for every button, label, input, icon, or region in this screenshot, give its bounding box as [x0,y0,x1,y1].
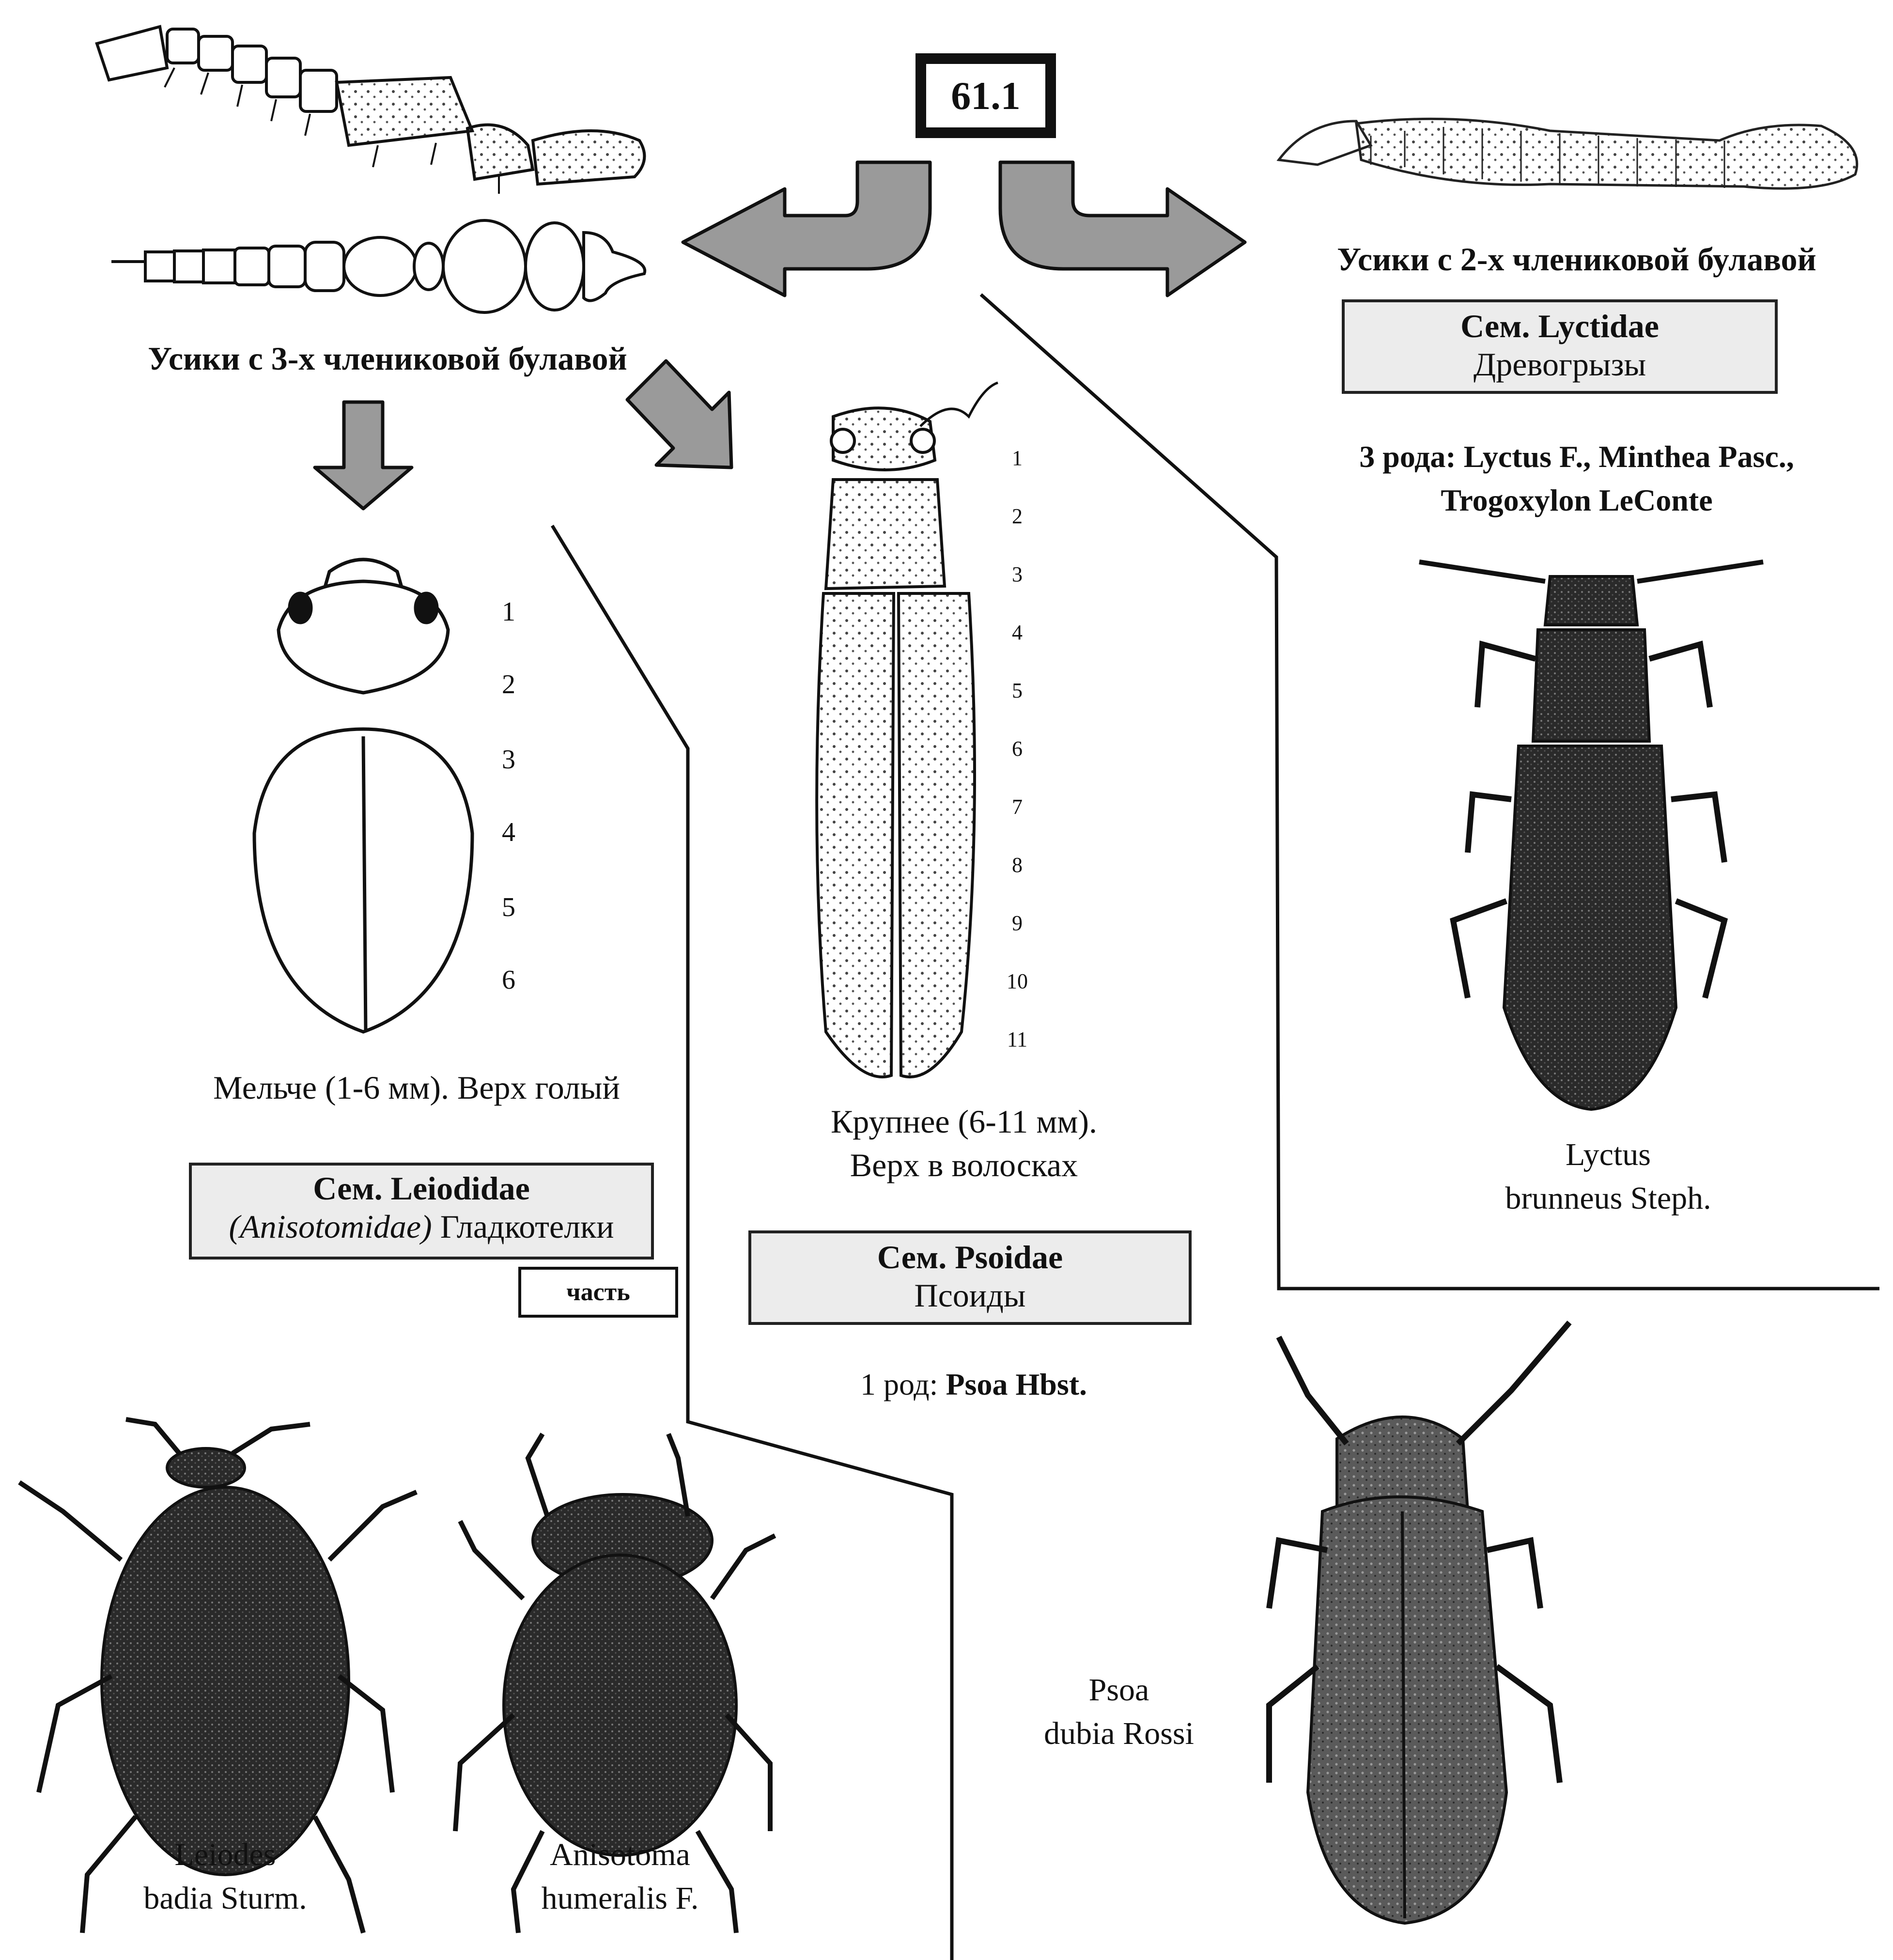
anisotoma-species-epithet: humeralis F. [499,1880,741,1917]
family-russian: Гладкотелки [432,1208,614,1245]
psoidae-caption-line2: Верх в волосках [746,1146,1182,1184]
psoidae-genera: 1 род: Psoa Hbst. [756,1366,1192,1403]
genera-list: Psoa Hbst. [946,1367,1087,1401]
leiodidae-scale: 1 2 3 4 5 6 [489,596,528,1032]
leiodidae-outline [254,560,472,1032]
antenna-2club-caption: Усики с 2-х члениковой булавой [1308,240,1846,279]
family-prefix: Сем. [1460,308,1538,344]
part-tag: часть [518,1267,678,1318]
branch-arrows [315,162,1245,509]
scale-tick: 10 [995,969,1039,994]
leiodidae-family-line2: (Anisotomidae) Гладкотелки [192,1208,651,1246]
antenna-2club-side [1279,119,1857,188]
scale-tick: 2 [995,504,1039,529]
scale-tick: 5 [489,891,528,923]
leiodes-species-epithet: badia Sturm. [104,1880,346,1917]
scale-tick: 4 [489,816,528,848]
psoidae-outline [817,383,998,1077]
arrow-left-curved [683,162,930,296]
family-prefix: Сем. [313,1170,390,1207]
antenna-3club-caption: Усики с 3-х члениковой булавой [126,339,649,378]
arrow-down-left [315,402,412,509]
lyctus-species-genus: Lyctus [1463,1136,1753,1174]
family-alt-latin: (Anisotomidae) [229,1208,432,1245]
lyctus-species-epithet: brunneus Steph. [1463,1180,1753,1217]
leiodidae-caption: Мельче (1-6 мм). Верх голый [145,1068,688,1107]
psoidae-family-box: Сем. Psoidae Псоиды [748,1230,1192,1325]
family-prefix: Сем. [877,1239,955,1276]
genera-prefix: 3 рода: [1359,439,1463,474]
genera-prefix: 1 род: [860,1367,946,1401]
scale-tick: 3 [995,562,1039,587]
scale-tick: 2 [489,669,528,700]
lyctus-illustration [1419,562,1763,1109]
scale-tick: 5 [995,678,1039,703]
psoidae-scale: 1 2 3 4 5 6 7 8 9 10 11 [995,446,1039,1075]
family-latin: Leiodidae [391,1170,530,1207]
scale-tick: 6 [995,736,1039,762]
antenna-3club-side [97,27,644,194]
scale-tick: 6 [489,964,528,996]
key-node-label: 61.1 [915,53,1056,138]
lyctidae-family-line1: Сем. Lyctidae [1345,307,1775,345]
lyctidae-genera-line2: Trogoxylon LeConte [1308,482,1846,519]
family-latin: Psoidae [955,1239,1063,1276]
psoa-species-epithet: dubia Rossi [998,1715,1240,1753]
family-russian: Псоиды [751,1276,1189,1315]
scale-tick: 11 [995,1027,1039,1052]
lyctidae-family-box: Сем. Lyctidae Древогрызы [1342,299,1778,394]
scale-tick: 8 [995,853,1039,878]
antenna-3club-schematic [111,220,645,312]
leiodidae-family-line1: Сем. Leiodidae [192,1169,651,1208]
psoa-species-genus: Psoa [998,1671,1240,1709]
scale-tick: 9 [995,911,1039,936]
scale-tick: 1 [995,446,1039,471]
family-russian: Древогрызы [1345,345,1775,384]
scale-tick: 1 [489,596,528,628]
psoa-illustration [1269,1322,1569,1923]
psoidae-caption-line1: Крупнее (6-11 мм). [746,1102,1182,1141]
scale-tick: 3 [489,744,528,776]
anisotoma-species-genus: Anisotoma [499,1836,741,1874]
leiodes-species-genus: Leiodes [104,1836,346,1874]
arrow-right-curved [1000,162,1245,296]
scale-tick: 4 [995,620,1039,645]
lyctidae-genera-line1: 3 рода: Lyctus F., Minthea Pasc., [1308,438,1846,475]
genera-list: Lyctus F., Minthea Pasc., [1464,439,1794,474]
scale-tick: 7 [995,794,1039,820]
family-latin: Lyctidae [1538,308,1659,344]
psoidae-family-line1: Сем. Psoidae [751,1238,1189,1276]
leiodidae-family-box: Сем. Leiodidae (Anisotomidae) Гладкотелк… [189,1163,654,1260]
